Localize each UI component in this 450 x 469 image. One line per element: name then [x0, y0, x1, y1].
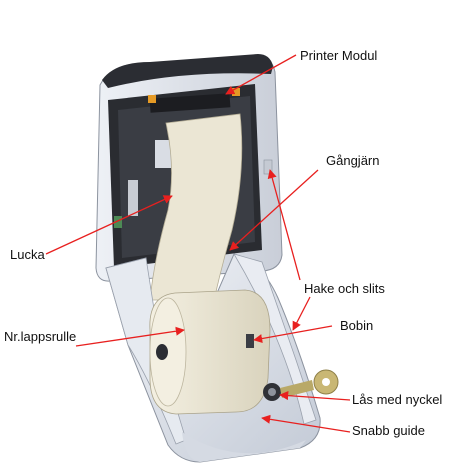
label-snabb-guide: Snabb guide — [352, 423, 426, 438]
arrow-gangjarn — [229, 169, 319, 251]
label-las-med-nyckel: Lås med nyckel — [352, 392, 443, 407]
label-bobin: Bobin — [340, 318, 374, 333]
arrow-hake-lower — [292, 296, 311, 331]
arrow-hake-upper — [267, 169, 301, 281]
arrow-lucka — [45, 195, 173, 255]
label-lucka: Lucka — [10, 247, 45, 262]
arrow-bobin — [253, 325, 333, 344]
arrows — [45, 54, 351, 433]
arrow-printer-modul — [225, 54, 297, 95]
lock-with-key — [263, 369, 339, 401]
label-gangjarn: Gångjärn — [326, 153, 380, 168]
label-nr-lappsrulle: Nr.lappsrulle — [4, 329, 77, 344]
paper-roll — [149, 289, 271, 415]
label-hake-och-slits: Hake och slits — [304, 281, 385, 296]
arrow-las-med-nyckel — [279, 391, 351, 401]
label-printer-modul: Printer Modul — [300, 48, 378, 63]
arrow-nr-lappsrulle — [75, 326, 185, 347]
arrow-snabb-guide — [261, 414, 351, 433]
